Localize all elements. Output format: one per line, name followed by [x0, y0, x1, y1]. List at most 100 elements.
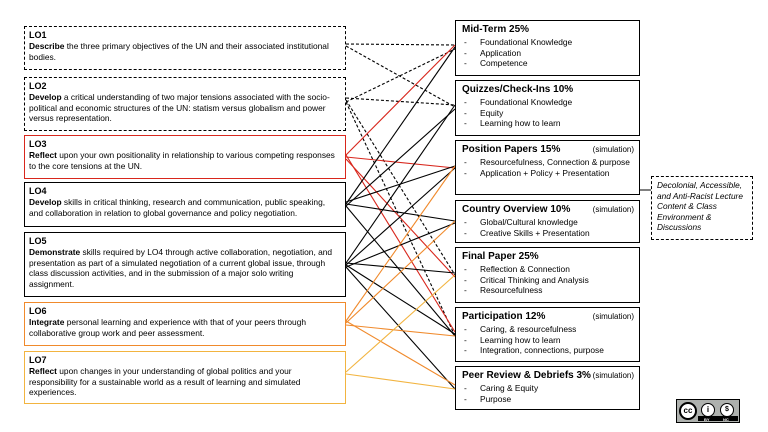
lo-text: skills required by LO4 through active co… — [29, 247, 333, 289]
license-bar — [698, 416, 738, 421]
assessment-header: Final Paper 25% — [462, 251, 634, 263]
lo-label: LO6 — [29, 306, 47, 316]
lo-box-4: LO4 Develop skills in critical thinking,… — [24, 182, 346, 227]
lo-text: upon changes in your understanding of gl… — [29, 366, 301, 398]
assessment-item: Resourcefulness, Connection & purpose — [462, 157, 634, 168]
assessment-item: Global/Cultural knowledge — [462, 217, 634, 228]
lo-label: LO7 — [29, 355, 47, 365]
connector-line — [345, 167, 456, 266]
assessment-title: Participation 12% — [462, 311, 546, 322]
lo-label: LO1 — [29, 30, 47, 40]
assessment-tag: (simulation) — [592, 145, 634, 154]
connector-line — [345, 220, 456, 324]
assessment-item: Learning how to learn — [462, 118, 634, 129]
decolonial-note: Decolonial, Accessible, and Anti-Racist … — [651, 176, 753, 240]
assessment-item: Application — [462, 48, 634, 59]
lo-box-2: LO2 Develop a critical understanding of … — [24, 77, 346, 131]
lo-text: upon your own positionality in relations… — [29, 150, 335, 171]
noncommercial-icon: $ — [720, 403, 734, 417]
lo-box-3: LO3 Reflect upon your own positionality … — [24, 135, 346, 179]
assessment-item: Integration, connections, purpose — [462, 345, 634, 356]
assessment-title: Peer Review & Debriefs 3% — [462, 370, 591, 381]
lo-verb: Develop — [29, 197, 62, 207]
assessment-tag: (simulation) — [592, 205, 634, 214]
connector-line — [345, 46, 456, 205]
assessment-item: Caring, & resourcefulness — [462, 324, 634, 335]
assessment-item: Critical Thinking and Analysis — [462, 275, 634, 286]
lo-box-1: LO1 Describe the three primary objective… — [24, 26, 346, 70]
connector-line — [345, 101, 456, 337]
assessment-title: Quizzes/Check-Ins 10% — [462, 84, 574, 95]
license-nc-label: NC — [723, 417, 729, 422]
assessment-item: Purpose — [462, 394, 634, 405]
assessment-quizzes: Quizzes/Check-Ins 10% Foundational Knowl… — [455, 80, 640, 136]
connector-line — [345, 203, 456, 222]
connector-line — [345, 324, 456, 337]
assessment-header: Country Overview 10% (simulation) — [462, 204, 634, 216]
assessment-country-overview: Country Overview 10% (simulation) Global/… — [455, 200, 640, 243]
cc-license-badge[interactable]: cc i $ BY NC — [676, 399, 740, 423]
connector-line — [345, 97, 456, 106]
lo-label: LO2 — [29, 81, 47, 91]
connector-line — [345, 274, 456, 373]
connector-line — [345, 266, 456, 390]
assessment-tag: (simulation) — [592, 371, 634, 380]
lo-verb: Reflect — [29, 150, 57, 160]
assessment-peer-review: Peer Review & Debriefs 3%(simulation) Ca… — [455, 366, 640, 410]
lo-label: LO3 — [29, 139, 47, 149]
assessment-header: Mid-Term 25% — [462, 24, 634, 36]
lo-box-6: LO6 Integrate personal learning and expe… — [24, 302, 346, 346]
assessment-title: Mid-Term 25% — [462, 24, 530, 35]
connector-line — [345, 156, 456, 169]
assessment-item: Foundational Knowledge — [462, 97, 634, 108]
lo-text: skills in critical thinking, research an… — [29, 197, 326, 218]
assessment-final-paper: Final Paper 25% Reflection & Connection … — [455, 247, 640, 303]
lo-label: LO5 — [29, 236, 47, 246]
assessment-item: Equity — [462, 108, 634, 119]
lo-verb: Reflect — [29, 366, 57, 376]
lo-verb: Describe — [29, 41, 65, 51]
lo-box-7: LO7 Reflect upon changes in your underst… — [24, 351, 346, 404]
assessment-title: Country Overview 10% — [462, 204, 571, 215]
assessment-title: Final Paper 25% — [462, 251, 539, 262]
connector-line — [345, 165, 456, 322]
assessment-item: Competence — [462, 58, 634, 69]
assessment-item: Reflection & Connection — [462, 264, 634, 275]
connector-line — [345, 320, 456, 386]
connector-line — [345, 108, 456, 207]
assessment-item: Foundational Knowledge — [462, 37, 634, 48]
connector-line — [345, 264, 456, 335]
lo-verb: Demonstrate — [29, 247, 81, 257]
connector-line — [345, 43, 456, 46]
lo-box-5: LO5 Demonstrate skills required by LO4 t… — [24, 232, 346, 297]
connector-line — [345, 45, 456, 108]
lo-text: the three primary objectives of the UN a… — [29, 41, 329, 62]
connector-line — [345, 44, 456, 156]
connector-line — [345, 373, 456, 390]
cc-icon: cc — [679, 402, 697, 420]
lo-label: LO4 — [29, 186, 47, 196]
assessment-item: Caring & Equity — [462, 383, 634, 394]
assessment-header: Participation 12%(simulation) — [462, 311, 634, 323]
connector-line — [345, 222, 456, 268]
assessment-participation: Participation 12%(simulation) Caring, & … — [455, 307, 640, 362]
connector-line — [345, 205, 456, 337]
license-by-label: BY — [704, 417, 710, 422]
assessment-item: Learning how to learn — [462, 335, 634, 346]
assessment-header: Quizzes/Check-Ins 10% — [462, 84, 634, 96]
assessment-mid-term: Mid-Term 25% Foundational Knowledge Appl… — [455, 20, 640, 76]
assessment-header: Peer Review & Debriefs 3%(simulation) — [462, 370, 634, 382]
connector-line — [345, 104, 456, 264]
assessment-item: Creative Skills + Presentation — [462, 228, 634, 239]
lo-verb: Develop — [29, 92, 62, 102]
assessment-header: Position Papers 15% (simulation) — [462, 144, 634, 156]
assessment-item: Application + Policy + Presentation — [462, 168, 634, 179]
assessment-position-papers: Position Papers 15% (simulation) Resource… — [455, 140, 640, 195]
lo-verb: Integrate — [29, 317, 65, 327]
connector-line — [345, 262, 456, 274]
lo-text: a critical understanding of two major te… — [29, 92, 330, 124]
assessment-title: Position Papers 15% — [462, 144, 561, 155]
lo-text: personal learning and experience with th… — [29, 317, 307, 338]
assessment-item: Resourcefulness — [462, 285, 634, 296]
